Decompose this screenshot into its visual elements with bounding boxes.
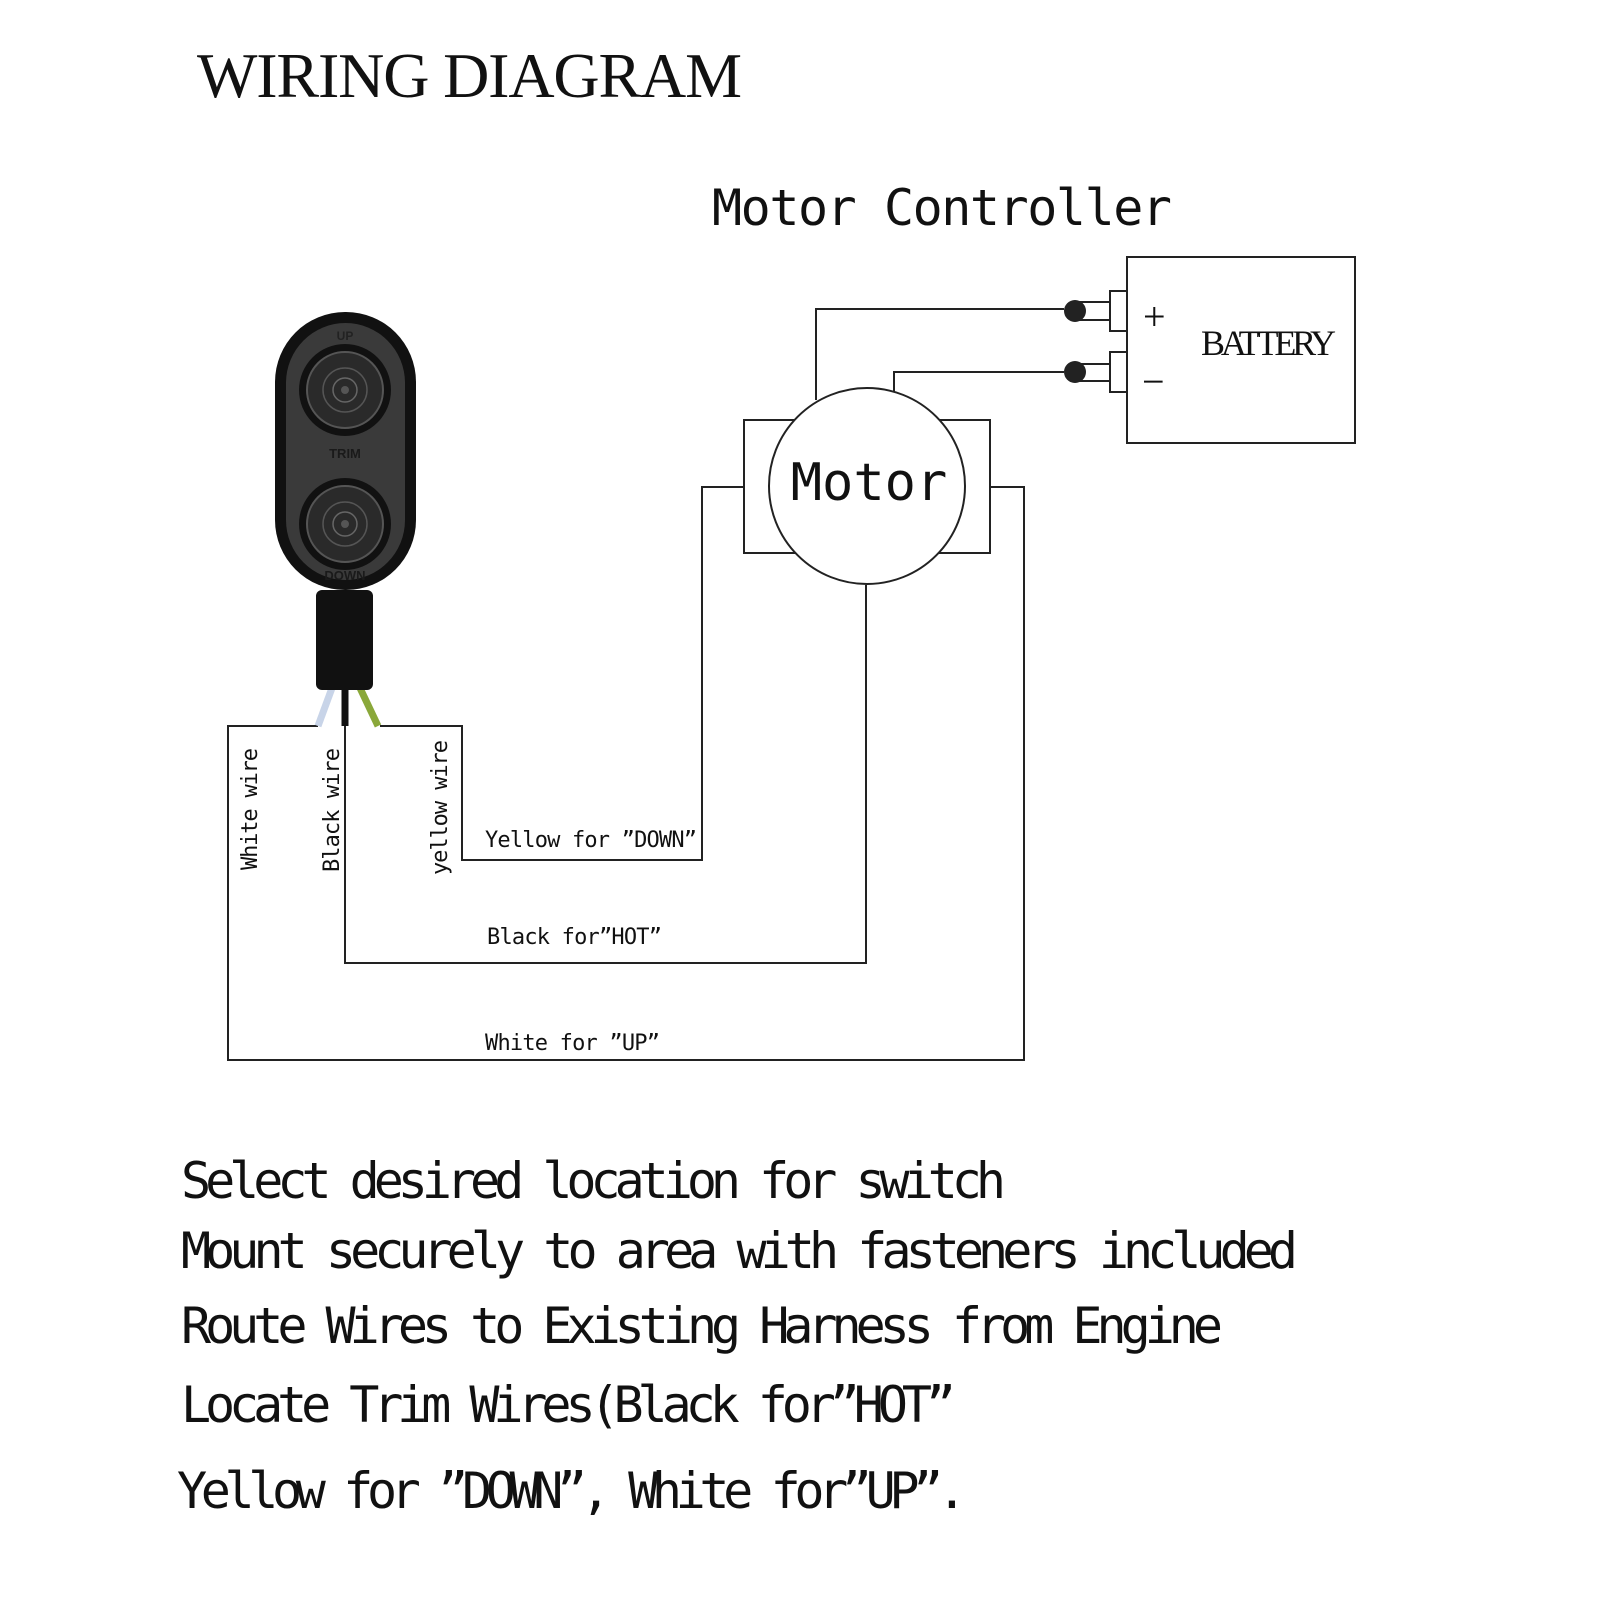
white-connection-label: White for ”UP” [485, 1031, 660, 1056]
motor-label: Motor [791, 453, 948, 513]
black-wire-label: Black wire [320, 748, 345, 872]
instruction-line: Route Wires to Existing Harness from Eng… [181, 1297, 1223, 1355]
plus-sign: + [1143, 294, 1166, 339]
trim-switch: UP TRIM DOWN [275, 312, 416, 728]
black-connection-label: Black for”HOT” [487, 925, 662, 950]
battery-label: BATTERY [1201, 323, 1336, 363]
switch-down-label: DOWN [324, 568, 365, 583]
switch-cable [316, 590, 373, 690]
black-circuit-wire [344, 585, 867, 964]
white-wire-label: White wire [238, 748, 263, 870]
diagram-title: WIRING DIAGRAM [197, 40, 742, 111]
positive-wire [815, 308, 1064, 400]
switch-up-label: UP [337, 329, 354, 343]
yellow-circuit-wire [380, 486, 744, 861]
negative-terminal-icon [1064, 361, 1086, 383]
instruction-line: Select desired location for switch [181, 1152, 1006, 1210]
motor: Motor [743, 387, 991, 585]
white-circuit-wire [227, 486, 1025, 1061]
instruction-line: Locate Trim Wires(Black for”HOT” [181, 1376, 956, 1434]
switch-trim-label: TRIM [329, 446, 361, 461]
negative-wire [893, 371, 1064, 392]
instruction-line: Mount securely to area with fasteners in… [181, 1222, 1298, 1280]
motor-controller-label: Motor Controller [712, 179, 1172, 237]
yellow-connection-label: Yellow for ”DOWN” [485, 828, 697, 853]
battery: + − BATTERY [1064, 256, 1356, 444]
down-button [299, 478, 391, 570]
minus-sign: − [1142, 359, 1165, 404]
positive-terminal-icon [1064, 300, 1086, 322]
instructions: Select desired location for switch Mount… [177, 1152, 1298, 1520]
instruction-line: Yellow for ”DOWN”, White for”UP”. [177, 1462, 967, 1520]
yellow-wire-label: yellow wire [428, 740, 453, 875]
up-button [299, 344, 391, 436]
